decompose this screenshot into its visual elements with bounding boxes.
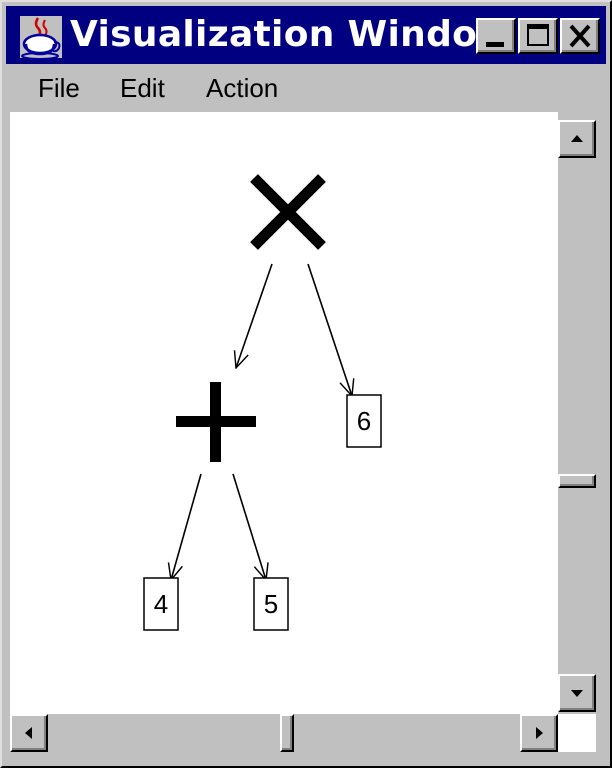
scroll-right-button[interactable] <box>520 714 558 752</box>
add-operator-icon[interactable] <box>176 382 256 462</box>
expression-tree: 6 4 5 <box>143 174 382 631</box>
arrow-left-icon <box>25 727 32 739</box>
minimize-button[interactable] <box>476 18 516 54</box>
scroll-up-button[interactable] <box>558 120 596 158</box>
vertical-scrollbar[interactable] <box>558 114 596 714</box>
close-button[interactable] <box>560 18 600 54</box>
edge-root-to-6 <box>307 263 352 396</box>
arrow-down-icon <box>571 690 583 697</box>
leaf-node-5[interactable]: 5 <box>253 577 289 631</box>
vertical-scroll-thumb[interactable] <box>558 474 596 488</box>
menu-file[interactable]: File <box>38 73 80 103</box>
leaf-node-4[interactable]: 4 <box>143 577 179 631</box>
edge-root-to-add <box>236 263 273 368</box>
scroll-corner <box>558 714 596 752</box>
arrow-right-icon <box>536 727 543 739</box>
edge-add-to-4 <box>171 473 202 580</box>
scroll-left-button[interactable] <box>10 714 48 752</box>
menu-edit[interactable]: Edit <box>120 73 165 103</box>
leaf-node-6[interactable]: 6 <box>346 394 382 448</box>
minimize-icon <box>486 42 504 47</box>
window-title: Visualization Window <box>70 14 511 55</box>
leaf-label-5: 5 <box>264 589 278 619</box>
horizontal-scroll-thumb[interactable] <box>280 714 294 752</box>
leaf-label-4: 4 <box>154 589 168 619</box>
multiply-operator-icon[interactable] <box>250 174 326 250</box>
leaf-label-6: 6 <box>357 406 371 436</box>
maximize-button[interactable] <box>518 18 558 54</box>
menu-action[interactable]: Action <box>206 73 279 103</box>
horizontal-scrollbar[interactable] <box>10 714 558 752</box>
scroll-down-button[interactable] <box>558 674 596 712</box>
arrow-up-icon <box>571 135 583 142</box>
title-bar[interactable]: Visualization Window <box>6 6 606 64</box>
menu-bar: File Edit Action <box>6 66 606 110</box>
tree-canvas[interactable]: 6 4 5 <box>10 112 558 714</box>
close-icon <box>569 24 591 48</box>
edge-add-to-5 <box>232 473 266 580</box>
maximize-icon <box>527 24 549 46</box>
java-coffee-icon[interactable] <box>18 14 64 60</box>
